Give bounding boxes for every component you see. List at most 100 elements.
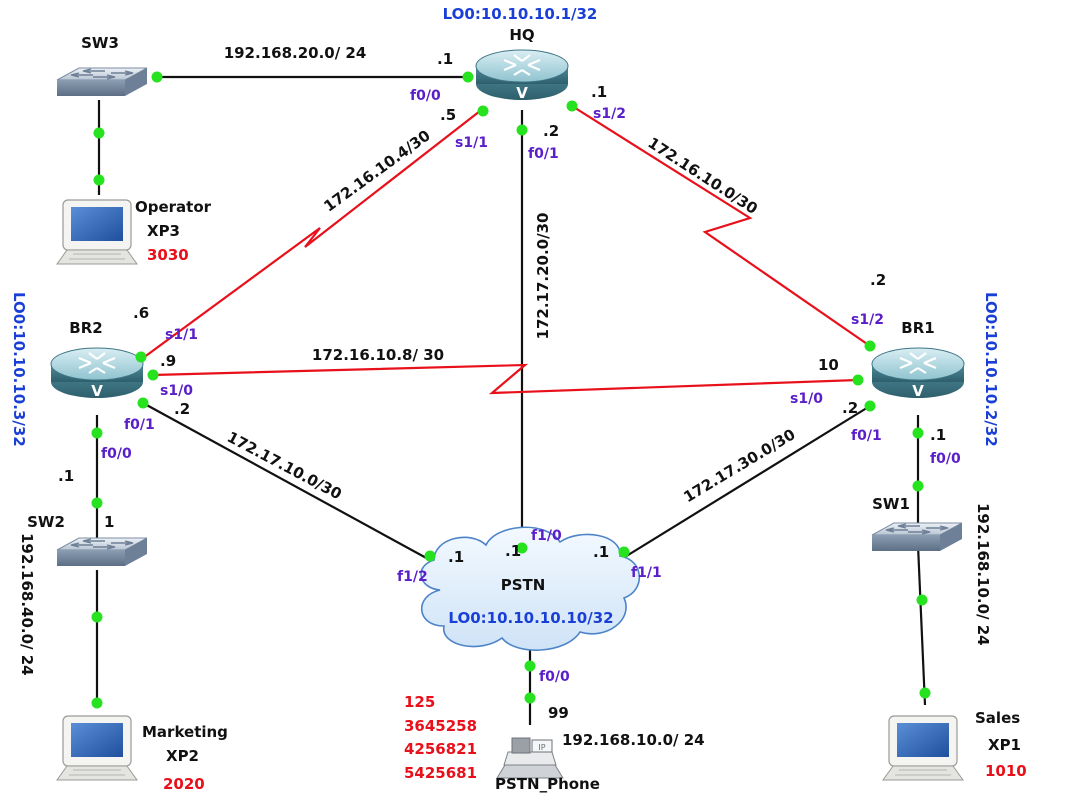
port-dot	[93, 127, 105, 139]
port-dot	[91, 697, 103, 709]
host-hq-f01: .2	[543, 122, 559, 140]
link-hq-br1	[571, 105, 871, 347]
marketing-label: Marketing	[142, 723, 228, 741]
iface-hq-f01: f0/1	[528, 146, 559, 162]
host-br2-f00: .1	[58, 467, 74, 485]
operator-label: Operator	[135, 198, 212, 216]
iface-hq-f00: f0/0	[410, 88, 441, 104]
net-br1-sw1: 192.168.10.0/ 24	[974, 503, 992, 646]
router-br2[interactable]	[49, 346, 145, 402]
host-hq-s12: .1	[591, 83, 607, 101]
sales-ext: 1010	[985, 762, 1027, 780]
host-pstn-f10: .1	[505, 542, 521, 560]
net-sw3-hq: 192.168.20.0/ 24	[224, 44, 367, 62]
net-br2-pstn: 172.17.10.0/30	[224, 428, 345, 503]
operator-model: XP3	[147, 222, 180, 240]
net-br2-sw2: 192.168.40.0/ 24	[18, 533, 36, 676]
host-br1-s10: 10	[818, 356, 839, 374]
port-dot	[91, 611, 103, 623]
iface-br2-f00: f0/0	[101, 446, 132, 462]
port-dot	[852, 374, 864, 386]
port-dot	[864, 400, 876, 412]
iface-br2-s11: s1/1	[165, 327, 198, 343]
iface-hq-s12: s1/2	[593, 106, 626, 122]
host-br1-f01: .2	[842, 399, 858, 417]
port-dot	[864, 340, 876, 352]
br1-loopback: LO0:10.10.10.2/32	[982, 292, 1000, 447]
host-sw2-port: 1	[104, 513, 114, 531]
net-pstn-phone: 192.168.10.0/ 24	[562, 731, 705, 749]
iface-pstn-f00: f0/0	[539, 669, 570, 685]
iface-pstn-f11: f1/1	[631, 565, 662, 581]
sales-label: Sales	[975, 709, 1020, 727]
sw2-label: SW2	[27, 513, 65, 531]
port-dot	[151, 71, 163, 83]
iface-br1-f01: f0/1	[851, 428, 882, 444]
iface-pstn-f12: f1/2	[397, 569, 428, 585]
port-dot	[912, 480, 924, 492]
hq-label: HQ	[509, 26, 534, 44]
host-pstn-f11: .1	[593, 543, 609, 561]
port-dot	[524, 692, 536, 704]
phone-number: 5425681	[404, 764, 477, 782]
pstn-label: PSTN	[501, 576, 546, 594]
pc-marketing[interactable]	[56, 715, 138, 781]
host-br2-s10: .9	[160, 352, 176, 370]
port-dot	[912, 427, 924, 439]
port-dot	[524, 660, 536, 672]
link-br2-pstn	[142, 402, 431, 561]
iface-pstn-f10: f1/0	[531, 528, 562, 544]
router-hq[interactable]	[474, 48, 570, 104]
marketing-ext: 2020	[163, 775, 205, 793]
port-dot	[618, 546, 630, 558]
port-dot	[516, 542, 528, 554]
host-br1-f00: .1	[930, 426, 946, 444]
br2-loopback: LO0:10.10.10.3/32	[10, 292, 28, 447]
host-pstn-f12: .1	[448, 548, 464, 566]
br1-label: BR1	[901, 319, 934, 337]
phone-label: PSTN_Phone	[495, 775, 600, 793]
link-br2-br1	[152, 363, 859, 395]
host-br1-s12: .2	[870, 271, 886, 289]
switch-sw2[interactable]	[56, 537, 148, 567]
host-hq-f00: .1	[437, 50, 453, 68]
net-br1-pstn: 172.17.30.0/30	[680, 425, 798, 506]
router-br1[interactable]	[870, 346, 966, 402]
sw1-label: SW1	[872, 495, 910, 513]
port-dot	[424, 550, 436, 562]
pstn-loopback: LO0:10.10.10.10/32	[448, 609, 613, 627]
net-hq-pstn: 172.17.20.0/30	[534, 213, 552, 340]
iface-br1-s10: s1/0	[790, 391, 823, 407]
net-hq-br2: 172.16.10.4/30	[320, 126, 433, 215]
iface-br1-f00: f0/0	[930, 451, 961, 467]
port-dot	[477, 105, 489, 117]
port-dot	[135, 351, 147, 363]
iface-br1-s12: s1/2	[851, 312, 884, 328]
pc-operator[interactable]	[56, 199, 138, 265]
pc-sales[interactable]	[882, 715, 964, 781]
net-br2-br1: 172.16.10.8/ 30	[312, 346, 444, 364]
host-br2-s11: .6	[133, 304, 149, 322]
host-pstn-f00: 99	[548, 704, 569, 722]
port-dot	[919, 687, 931, 699]
link-br1-pstn	[619, 405, 871, 561]
marketing-model: XP2	[166, 747, 199, 765]
port-dot	[93, 174, 105, 186]
sw3-label: SW3	[81, 34, 119, 52]
switch-sw1[interactable]	[871, 522, 963, 552]
port-dot	[91, 427, 103, 439]
port-dot	[91, 497, 103, 509]
switch-sw3[interactable]	[56, 67, 148, 97]
iface-hq-s11: s1/1	[455, 135, 488, 151]
operator-ext: 3030	[147, 246, 189, 264]
port-dot	[516, 124, 528, 136]
pstn-cloud[interactable]	[420, 526, 641, 651]
iface-br2-s10: s1/0	[160, 383, 193, 399]
phone-number: 3645258	[404, 717, 477, 735]
phone-number: 125	[404, 693, 435, 711]
port-dot	[147, 369, 159, 381]
link-hq-br2	[142, 110, 481, 359]
ip-phone-icon[interactable]: IP	[496, 737, 564, 779]
port-dot	[916, 594, 928, 606]
